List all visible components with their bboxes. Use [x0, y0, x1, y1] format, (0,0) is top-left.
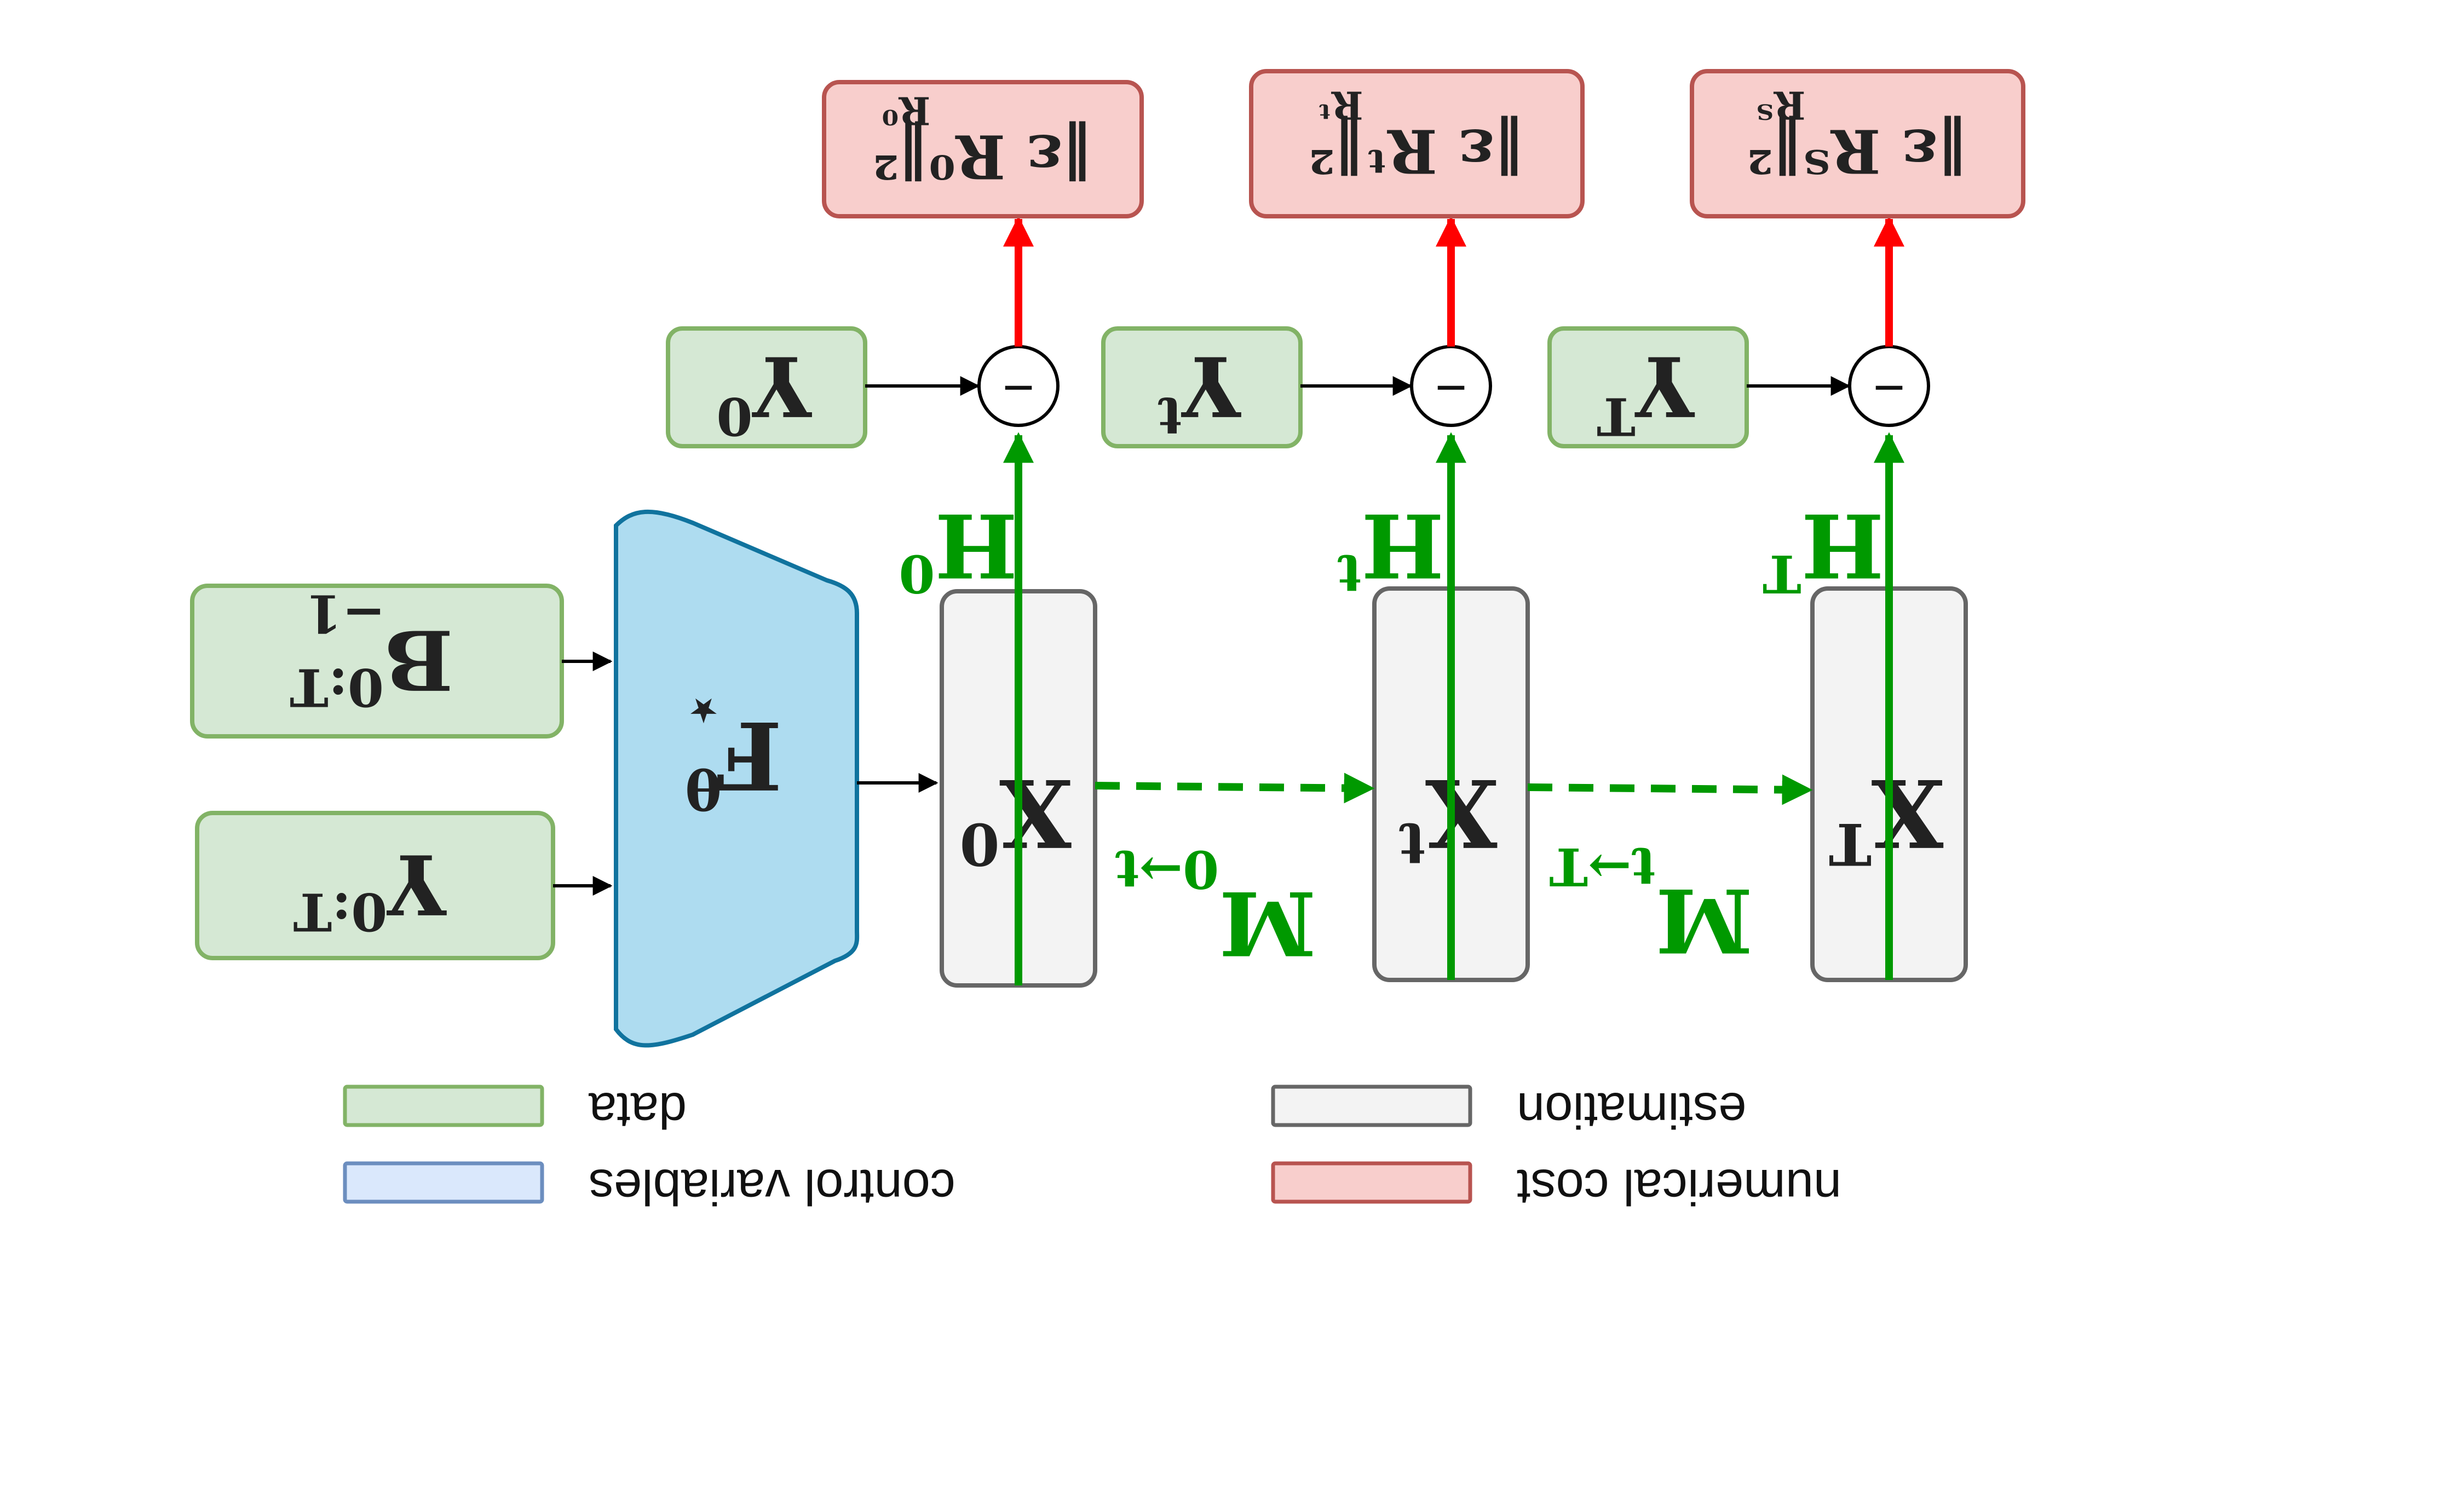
cost-box-0: ‖ε R⁰‖²R⁰: [822, 80, 1144, 218]
input-box-y: Y0:T: [195, 811, 555, 960]
cost-2-label: ‖ε Rᵀ‖²: [1747, 116, 1968, 187]
observation-box-2: YT: [1547, 326, 1749, 448]
minus-symbol-2: −: [1873, 357, 1905, 419]
minus-symbol-1: −: [1435, 357, 1467, 419]
difference-node-2: −: [1848, 345, 1930, 427]
network-label: Fθ⋆: [685, 679, 782, 821]
transition-arrow-0: [1095, 772, 1375, 804]
legend-item-estimation: estimation: [1271, 1082, 1746, 1138]
observation-2-label: YT: [1597, 338, 1695, 447]
cost-0-sub: R⁰: [882, 88, 931, 134]
state-1-label: Xt: [1399, 758, 1498, 878]
observation-box-0: Y0: [666, 326, 867, 448]
input-box-b-label: B0:T−1: [290, 583, 453, 718]
cost-1-sub: Rᵗ: [1317, 83, 1363, 128]
network-shape: [614, 509, 860, 1048]
legend-swatch-estimation: [1271, 1085, 1472, 1127]
cost-box-1-rect: [1249, 69, 1585, 218]
legend-item-data: data: [343, 1082, 687, 1138]
network-block: Fθ⋆: [614, 509, 860, 1048]
legend-swatch-data: [343, 1085, 544, 1127]
observation-box-1: Yt: [1101, 326, 1303, 448]
cost-2-sub: Rᵀ: [1757, 83, 1806, 128]
observation-0-label: Y0: [716, 338, 812, 447]
legend-swatch-control: [343, 1161, 544, 1204]
legend-label-control: control variables: [589, 1159, 955, 1215]
state-2-label: XT: [1829, 758, 1944, 878]
legend-item-cost: numerical cost: [1271, 1159, 1841, 1215]
difference-node-1: −: [1410, 345, 1492, 427]
transition-1-label: Mt→T: [1549, 836, 1752, 972]
legend-label-data: data: [588, 1082, 687, 1138]
obs-operator-0-label: H0: [899, 494, 1017, 604]
cost-box-1: ‖ε Rᵗ‖²Rᵗ: [1249, 69, 1585, 218]
obs-operator-1-label: Ht: [1337, 494, 1444, 604]
cost-1-label: ‖ε Rᵗ‖²: [1309, 116, 1525, 187]
diagram-body: B0:T−1Y0:T Fθ⋆ X0 Xt XT M0→t Mt→T H0 Ht HT − − − Y0 Yt…: [190, 69, 2025, 1215]
cost-box-0-rect: [822, 80, 1144, 218]
input-box-b: B0:T−1: [190, 583, 564, 739]
input-box-y-label: Y0:T: [293, 836, 447, 942]
cost-box-2-rect: [1690, 69, 2025, 218]
legend-item-control: control variables: [343, 1159, 955, 1215]
observation-1-label: Yt: [1158, 338, 1241, 447]
legend-swatch-cost: [1271, 1161, 1472, 1204]
cost-box-2: ‖ε Rᵀ‖²Rᵀ: [1690, 69, 2025, 218]
cost-0-label: ‖ε R⁰‖²: [873, 121, 1093, 192]
obs-operator-2-label: HT: [1763, 494, 1884, 604]
difference-node-0: −: [977, 345, 1060, 427]
state-0-label: X0: [960, 758, 1072, 878]
minus-symbol-0: −: [1003, 357, 1034, 419]
legend-label-cost: numerical cost: [1517, 1159, 1841, 1215]
transition-arrow-1: [1527, 774, 1813, 805]
transition-0-label: M0→t: [1115, 839, 1316, 974]
legend-label-estimation: estimation: [1517, 1082, 1746, 1138]
